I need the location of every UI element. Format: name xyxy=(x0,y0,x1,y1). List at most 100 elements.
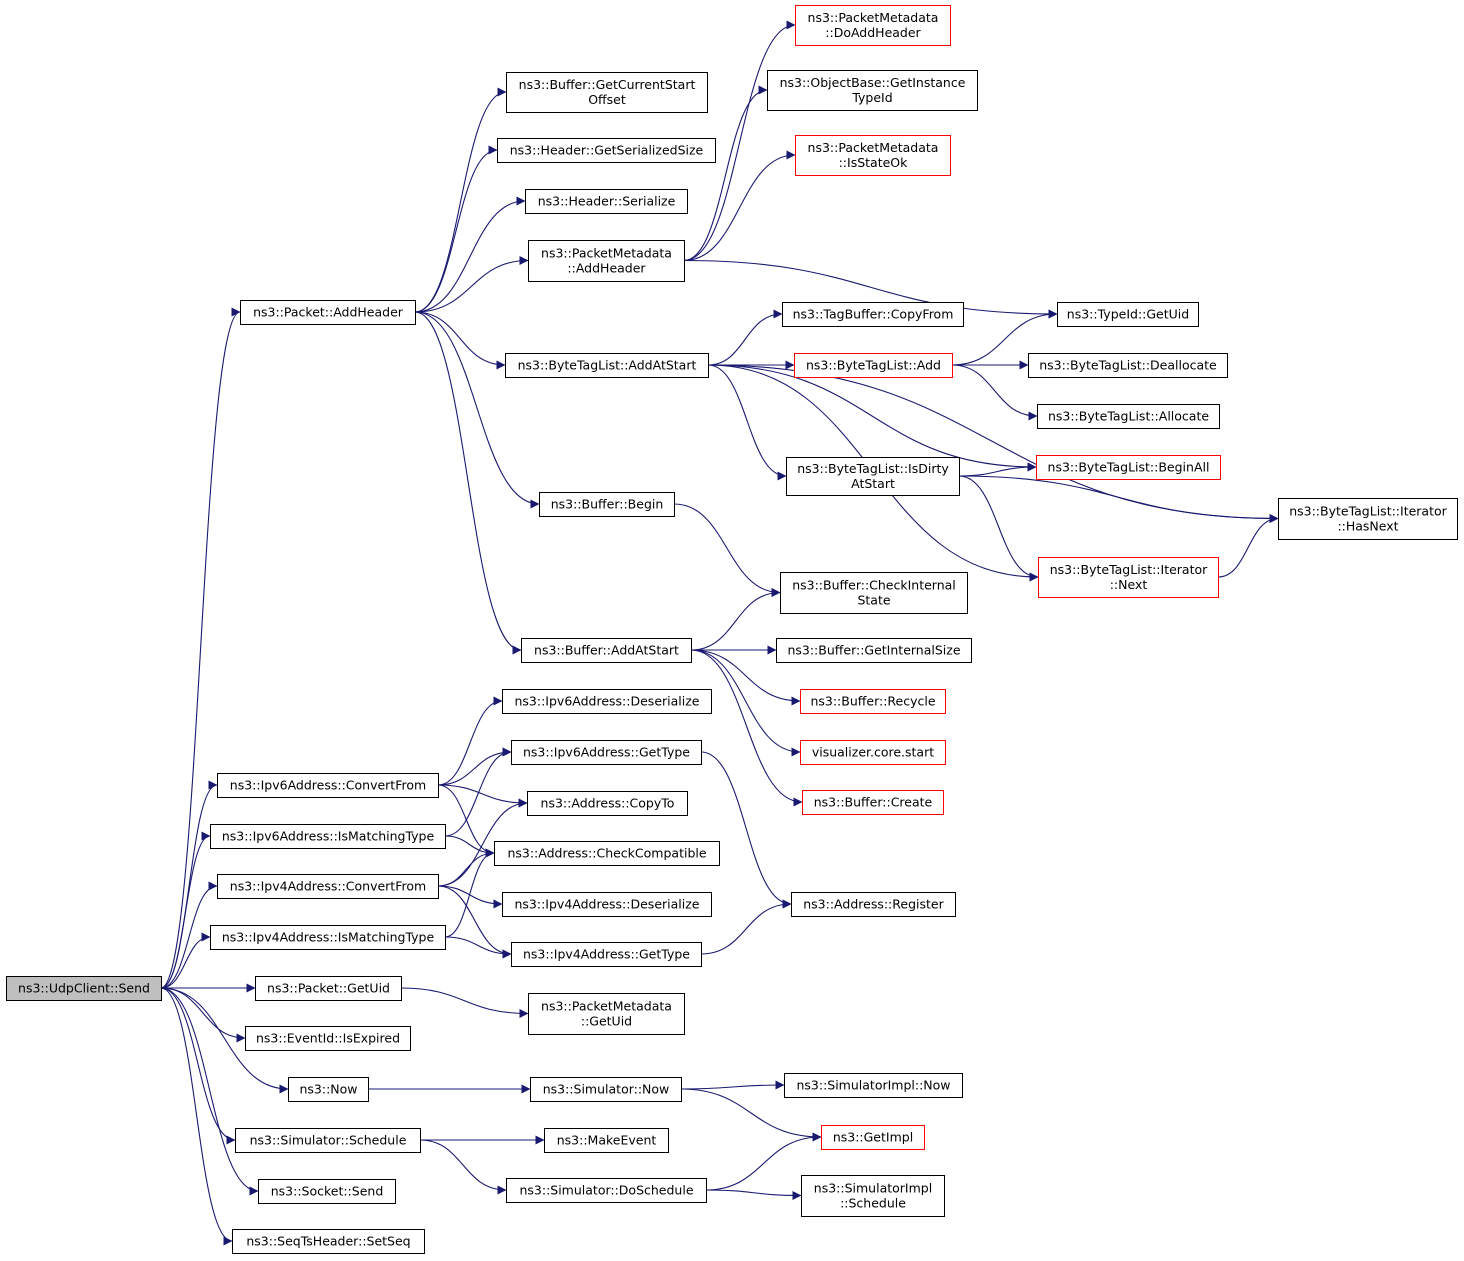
node-ns3-now[interactable]: ns3::Now xyxy=(288,1077,369,1102)
edge-buffer-addatstart-to-buffer-checkinternalstate xyxy=(690,588,781,651)
node-box xyxy=(795,5,951,46)
node-label: ns3::Ipv4Address::ConvertFrom xyxy=(230,879,426,894)
edge-udpclient-send-to-socket-send xyxy=(160,987,259,1196)
node-box xyxy=(821,1125,925,1150)
node-buffer-addatstart[interactable]: ns3::Buffer::AddAtStart xyxy=(521,638,692,663)
node-buffer-recycle[interactable]: ns3::Buffer::Recycle xyxy=(800,689,946,714)
edge-packet-addheader-to-header-getserializedsize xyxy=(414,145,498,313)
node-label: ns3::Header::Serialize xyxy=(538,194,676,209)
node-bytetaglist-deallocate[interactable]: ns3::ByteTagList::Deallocate xyxy=(1028,353,1228,378)
edge-ipv4address-ismatchingtype-to-address-checkcompatible xyxy=(444,848,495,938)
node-box xyxy=(527,791,688,816)
node-label: ns3::GetImpl xyxy=(833,1130,913,1145)
node-packetmetadata-addheader[interactable]: ns3::PacketMetadata::AddHeader xyxy=(528,240,685,282)
node-bytetaglist-beginall[interactable]: ns3::ByteTagList::BeginAll xyxy=(1036,455,1221,480)
node-label: ns3::ByteTagList::AddAtStart xyxy=(518,358,697,373)
node-ipv4address-deserialize[interactable]: ns3::Ipv4Address::Deserialize xyxy=(502,892,712,917)
node-simulator-now[interactable]: ns3::Simulator::Now xyxy=(530,1077,682,1102)
node-label: ns3::PacketMetadata xyxy=(541,999,672,1014)
edge-udpclient-send-to-packet-addheader xyxy=(160,307,241,989)
edge-ipv4address-convertfrom-to-address-checkcompatible xyxy=(437,848,495,887)
node-udpclient-send[interactable]: ns3::UdpClient::Send xyxy=(6,976,162,1001)
node-packetmetadata-isstateok[interactable]: ns3::PacketMetadata::IsStateOk xyxy=(795,135,951,176)
node-header-serialize[interactable]: ns3::Header::Serialize xyxy=(525,189,688,214)
node-packet-addheader[interactable]: ns3::Packet::AddHeader xyxy=(240,300,416,325)
node-box xyxy=(497,138,716,163)
node-seqtsheader-setseq[interactable]: ns3::SeqTsHeader::SetSeq xyxy=(232,1229,425,1254)
edge-bytetaglist-add-to-bytetaglist-allocate xyxy=(951,364,1038,421)
node-makeevent[interactable]: ns3::MakeEvent xyxy=(544,1128,669,1153)
node-ipv4address-ismatchingtype[interactable]: ns3::Ipv4Address::IsMatchingType xyxy=(210,925,446,950)
node-box xyxy=(1278,498,1458,540)
node-box xyxy=(800,740,946,765)
node-ipv6address-deserialize[interactable]: ns3::Ipv6Address::Deserialize xyxy=(502,689,712,714)
node-box xyxy=(511,740,702,765)
node-typeid-getuid[interactable]: ns3::TypeId::GetUid xyxy=(1057,302,1199,327)
edge-packet-getuid-to-packetmetadata-getuid xyxy=(400,987,529,1018)
node-label: ns3::Ipv4Address::GetType xyxy=(523,947,690,962)
node-box xyxy=(505,353,709,378)
node-packetmetadata-getuid[interactable]: ns3::PacketMetadata::GetUid xyxy=(528,993,685,1035)
node-bytetaglist-addatstart[interactable]: ns3::ByteTagList::AddAtStart xyxy=(505,353,709,378)
node-label: ns3::TagBuffer::CopyFrom xyxy=(793,307,954,322)
node-box xyxy=(525,189,688,214)
node-label: ns3::ByteTagList::Iterator xyxy=(1289,504,1447,519)
node-header-getserializedsize[interactable]: ns3::Header::GetSerializedSize xyxy=(497,138,716,163)
node-ipv6address-convertfrom[interactable]: ns3::Ipv6Address::ConvertFrom xyxy=(217,773,439,798)
node-simulator-doschedule[interactable]: ns3::Simulator::DoSchedule xyxy=(506,1178,707,1203)
node-box xyxy=(258,1179,396,1204)
edge-ipv6address-convertfrom-to-ipv6address-deserialize xyxy=(437,696,503,786)
node-label: ns3::Ipv6Address::IsMatchingType xyxy=(222,829,435,844)
node-socket-send[interactable]: ns3::Socket::Send xyxy=(258,1179,396,1204)
node-simulatorimpl-schedule[interactable]: ns3::SimulatorImpl::Schedule xyxy=(801,1175,945,1217)
node-label: ns3::Now xyxy=(299,1082,357,1097)
node-address-copyto[interactable]: ns3::Address::CopyTo xyxy=(527,791,688,816)
node-box xyxy=(1038,557,1219,598)
node-label: ::HasNext xyxy=(1337,519,1398,534)
node-box xyxy=(800,689,946,714)
edge-bytetaglist-addatstart-to-bytetaglist-beginall xyxy=(707,364,1037,472)
edge-packetmetadata-addheader-to-objectbase-getinstancetypeid xyxy=(683,85,768,262)
node-label: ::Next xyxy=(1110,577,1148,592)
node-buffer-begin[interactable]: ns3::Buffer::Begin xyxy=(539,492,675,517)
node-box xyxy=(802,790,944,815)
edge-ipv6address-convertfrom-to-ipv6address-gettype xyxy=(437,747,512,786)
node-simulatorimpl-now[interactable]: ns3::SimulatorImpl::Now xyxy=(784,1073,963,1098)
node-box xyxy=(245,1026,411,1051)
node-address-checkcompatible[interactable]: ns3::Address::CheckCompatible xyxy=(494,841,720,866)
edge-bytetaglist-isdirtyatstart-to-iterator-hasnext xyxy=(958,475,1279,523)
node-ipv6address-ismatchingtype[interactable]: ns3::Ipv6Address::IsMatchingType xyxy=(210,824,446,849)
node-tagbuffer-copyfrom[interactable]: ns3::TagBuffer::CopyFrom xyxy=(782,302,964,327)
node-simulator-schedule[interactable]: ns3::Simulator::Schedule xyxy=(235,1128,421,1153)
node-label: ns3::Address::CopyTo xyxy=(541,796,675,811)
node-box xyxy=(1057,302,1199,327)
edge-udpclient-send-to-seqtsheader-setseq xyxy=(160,987,233,1246)
node-ipv6address-gettype[interactable]: ns3::Ipv6Address::GetType xyxy=(511,740,702,765)
node-ipv4address-convertfrom[interactable]: ns3::Ipv4Address::ConvertFrom xyxy=(217,874,439,899)
node-box xyxy=(782,302,964,327)
node-eventid-isexpired[interactable]: ns3::EventId::IsExpired xyxy=(245,1026,411,1051)
edge-udpclient-send-to-ns3-now xyxy=(160,987,289,1094)
node-bytetaglist-add[interactable]: ns3::ByteTagList::Add xyxy=(794,353,953,378)
node-label: TypeId xyxy=(851,90,892,105)
edge-ipv4address-convertfrom-to-ipv4address-gettype xyxy=(437,885,512,959)
node-address-register[interactable]: ns3::Address::Register xyxy=(791,892,956,917)
node-packetmetadata-doaddheader[interactable]: ns3::PacketMetadata::DoAddHeader xyxy=(795,5,951,46)
node-box xyxy=(506,1178,707,1203)
node-label: ns3::Buffer::GetCurrentStart xyxy=(519,77,696,92)
node-visualizer-core-start[interactable]: visualizer.core.start xyxy=(800,740,946,765)
node-iterator-hasnext[interactable]: ns3::ByteTagList::Iterator::HasNext xyxy=(1278,498,1458,540)
node-buffer-create[interactable]: ns3::Buffer::Create xyxy=(802,790,944,815)
node-ipv4address-gettype[interactable]: ns3::Ipv4Address::GetType xyxy=(511,942,702,967)
node-bytetaglist-allocate[interactable]: ns3::ByteTagList::Allocate xyxy=(1037,404,1220,429)
node-getimpl[interactable]: ns3::GetImpl xyxy=(821,1125,925,1150)
node-label: ns3::ObjectBase::GetInstance xyxy=(780,75,966,90)
node-buffer-getinternalsize[interactable]: ns3::Buffer::GetInternalSize xyxy=(776,638,972,663)
node-iterator-next[interactable]: ns3::ByteTagList::Iterator::Next xyxy=(1038,557,1219,598)
node-packet-getuid[interactable]: ns3::Packet::GetUid xyxy=(255,976,402,1001)
